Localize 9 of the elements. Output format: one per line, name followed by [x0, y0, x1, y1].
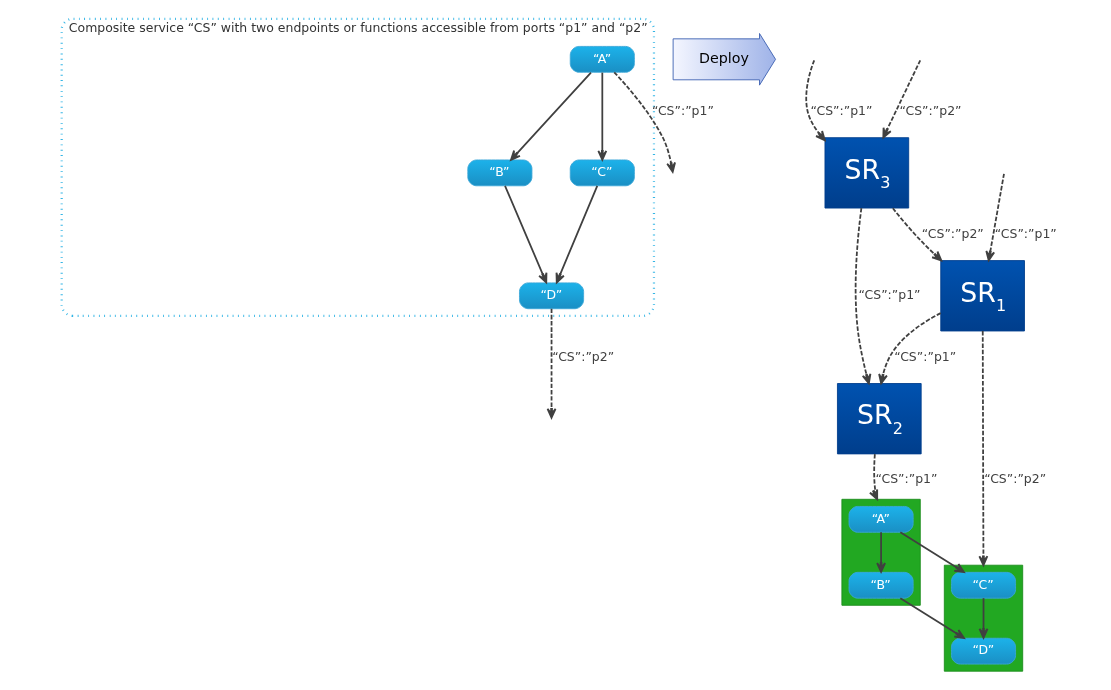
edge-label: “CS”:”p1” [893, 348, 956, 364]
edge-label: “CS”:”p1” [874, 471, 937, 487]
edge-label: “CS”:”p2” [983, 471, 1046, 487]
edge-label: “CS”:”p1” [994, 225, 1057, 241]
edge-label: “CS”:”p1” [809, 102, 872, 118]
edge-label: “CS”:”p2” [551, 348, 614, 364]
edge-label: “CS”:”p1” [858, 287, 921, 303]
edge-label: “CS”:”p2” [921, 225, 984, 241]
edge-label: “CS”:”p2” [899, 102, 962, 118]
